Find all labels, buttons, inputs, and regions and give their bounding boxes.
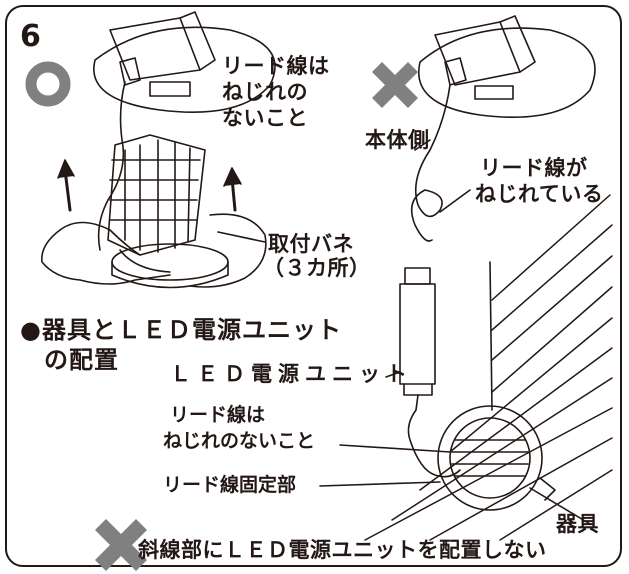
led-power-unit: [399, 267, 436, 396]
lead-ok-callout-line1: リード線は: [170, 404, 266, 426]
lead-ok-callout-line2: ねじれのないこと: [163, 430, 316, 452]
fixture-round: [437, 405, 556, 511]
ceiling-unit-right: [418, 15, 596, 118]
layout-heading-line1: ●器具とＬＥＤ電源ユニット: [20, 316, 342, 344]
layout-heading-line2: の配置: [44, 346, 119, 374]
body-side-label: 本体側: [365, 128, 430, 152]
illustration-frame: [5, 5, 622, 567]
ceiling-unit-left: [93, 11, 276, 113]
spring-label-line2: （３カ所）: [263, 256, 371, 280]
good-lead-note-line2: ねじれの: [222, 80, 308, 104]
good-lead-note-line3: ないこと: [222, 106, 308, 130]
twisted-lead-wire: [410, 84, 451, 242]
fixture-core-left: [107, 134, 206, 256]
ng-mark-icon: [372, 62, 418, 108]
ok-mark-icon: [25, 61, 71, 107]
fixture-callout: 器具: [556, 512, 599, 536]
power-unit-callout: ＬＥＤ電源ユニット: [170, 362, 413, 386]
hatched-no-place-area: [364, 194, 613, 541]
bad-lead-note-line1: リード線が: [480, 156, 588, 180]
lead-fixing-callout: リード線固定部: [163, 474, 297, 496]
spring-label-line1: 取付バネ: [268, 232, 354, 256]
warning-ng-icon: [95, 519, 147, 571]
bad-lead-note-line2: ねじれている: [475, 182, 604, 206]
warning-text: 斜線部にＬＥＤ電源ユニットを配置しない: [138, 538, 547, 562]
step-number: 6: [20, 19, 41, 54]
good-lead-note-line1: リード線は: [222, 54, 330, 78]
lead-wire-bottom: [407, 394, 461, 478]
lead-wire-left: [97, 81, 126, 251]
